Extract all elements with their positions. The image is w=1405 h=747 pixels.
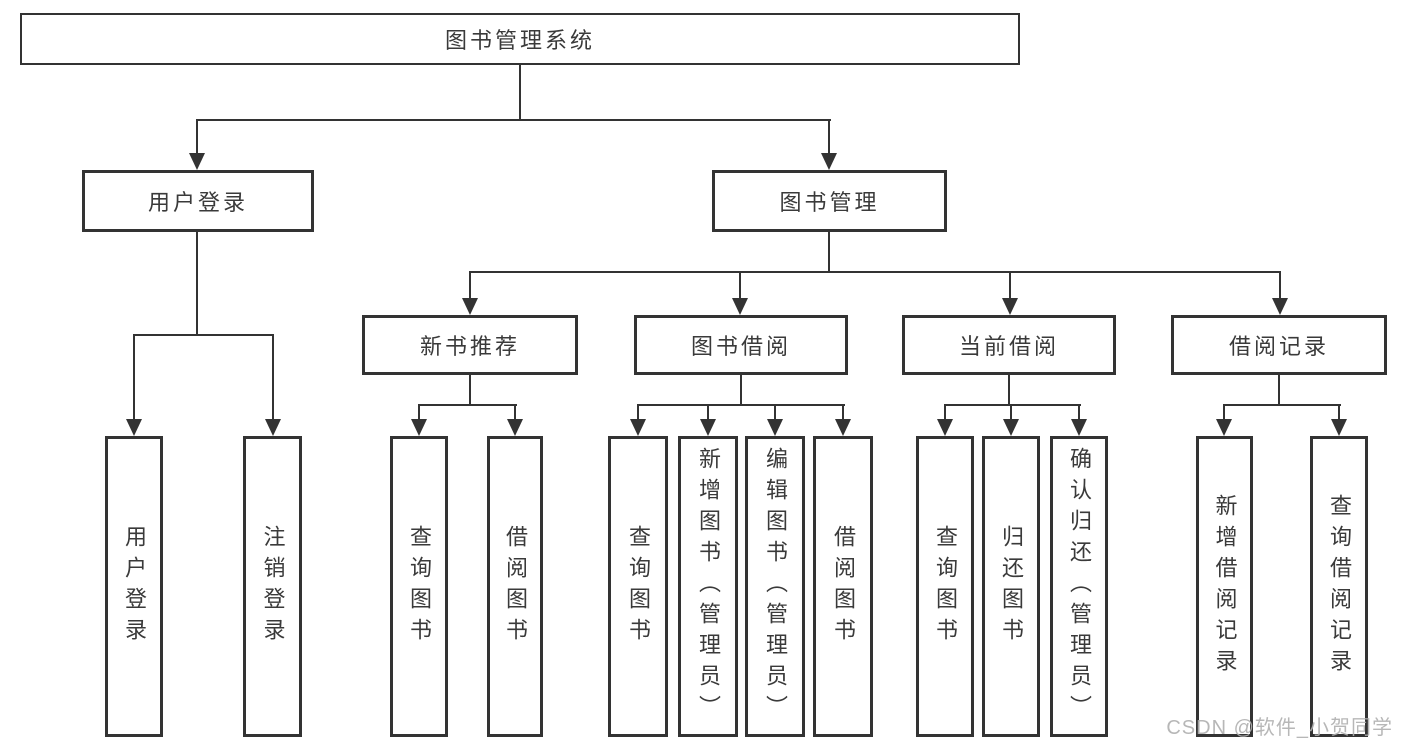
connector-new-book-recommend-rail [418,404,517,406]
node-label: 当前借阅 [958,334,1059,359]
csdn-watermark: CSDN @软件_小贺同学 [1166,717,1393,739]
arrow-down-to-new-book-recommend [462,271,478,315]
leaf-confirm-return-admin: 确认归还（管理员） [1050,436,1108,737]
connector-current-borrow-rail [944,404,1081,406]
leaf-return-books: 归还图书 [982,436,1040,737]
arrow-down-leaf [507,404,523,436]
connector-user-login-stem [196,232,198,335]
leaf-logout: 注销登录 [243,436,302,737]
leaf-query-books-recommend: 查询图书 [390,436,448,737]
leaf-query-books-borrow: 查询图书 [608,436,668,737]
leaf-label: 新增图书（管理员） [696,447,721,726]
arrow-down-leaf [1071,404,1087,436]
connector-root-stem [519,65,521,120]
node-current-borrow: 当前借阅 [902,315,1116,375]
leaf-borrow-books: 借阅图书 [813,436,873,737]
leaf-label: 查询图书 [933,524,958,649]
leaf-label: 查询借阅记录 [1327,493,1352,680]
arrow-down-to-borrow-records [1272,271,1288,315]
leaf-label: 新增借阅记录 [1212,493,1238,680]
node-book-borrow: 图书借阅 [634,315,848,375]
leaf-borrow-books-recommend: 借阅图书 [487,436,543,737]
connector-book-borrow-stem [740,375,742,405]
arrow-down-leaf [700,404,716,436]
leaf-user-login: 用户登录 [105,436,163,737]
node-borrow-records: 借阅记录 [1171,315,1387,375]
connector-user-login-rail [133,334,274,336]
connector-book-borrow-rail [637,404,845,406]
leaf-label: 查询图书 [407,524,432,649]
node-label: 借阅记录 [1228,334,1329,359]
arrow-down-leaf [1331,404,1347,436]
arrow-down-leaf [767,404,783,436]
connector-book-management-rail [469,271,1281,273]
arrow-down-leaf [1216,404,1232,436]
arrow-down-to-logout-leaf [265,334,281,436]
node-label: 图书管理系统 [444,28,595,53]
arrow-down-to-book-borrow [732,271,748,315]
node-label: 用户登录 [147,190,248,215]
leaf-label: 确认归还（管理员） [1067,447,1092,726]
arrow-down-leaf [1003,404,1019,436]
node-label: 新书推荐 [419,334,520,359]
leaf-label: 借阅图书 [831,524,856,649]
leaf-query-borrow-record: 查询借阅记录 [1310,436,1368,737]
leaf-label: 归还图书 [999,524,1024,649]
connector-root-rail [196,119,831,121]
leaf-add-books-admin: 新增图书（管理员） [678,436,738,737]
arrow-down-leaf [937,404,953,436]
arrow-down-to-book-management [821,119,837,170]
leaf-label: 用户登录 [122,524,147,649]
connector-borrow-records-stem [1278,375,1280,405]
arrow-down-leaf [835,404,851,436]
arrow-down-to-user-login-leaf [126,334,142,436]
leaf-add-borrow-record: 新增借阅记录 [1196,436,1253,737]
leaf-label: 查询图书 [626,524,651,649]
connector-new-book-recommend-stem [469,375,471,405]
arrow-down-to-current-borrow [1002,271,1018,315]
leaf-edit-books-admin: 编辑图书（管理员） [745,436,805,737]
arrow-down-leaf [630,404,646,436]
arrow-down-leaf [411,404,427,436]
connector-current-borrow-stem [1008,375,1010,405]
node-book-management: 图书管理 [712,170,947,232]
leaf-query-books-current: 查询图书 [916,436,974,737]
node-library-management-system: 图书管理系统 [20,13,1020,65]
leaf-label: 编辑图书（管理员） [763,447,788,726]
node-user-login: 用户登录 [82,170,314,232]
arrow-down-to-user-login [189,119,205,170]
connector-borrow-records-rail [1223,404,1341,406]
leaf-label: 借阅图书 [503,524,528,649]
node-new-book-recommend: 新书推荐 [362,315,578,375]
leaf-label: 注销登录 [260,524,286,649]
node-label: 图书管理 [779,190,880,215]
connector-book-management-stem [828,232,830,272]
node-label: 图书借阅 [690,334,791,359]
